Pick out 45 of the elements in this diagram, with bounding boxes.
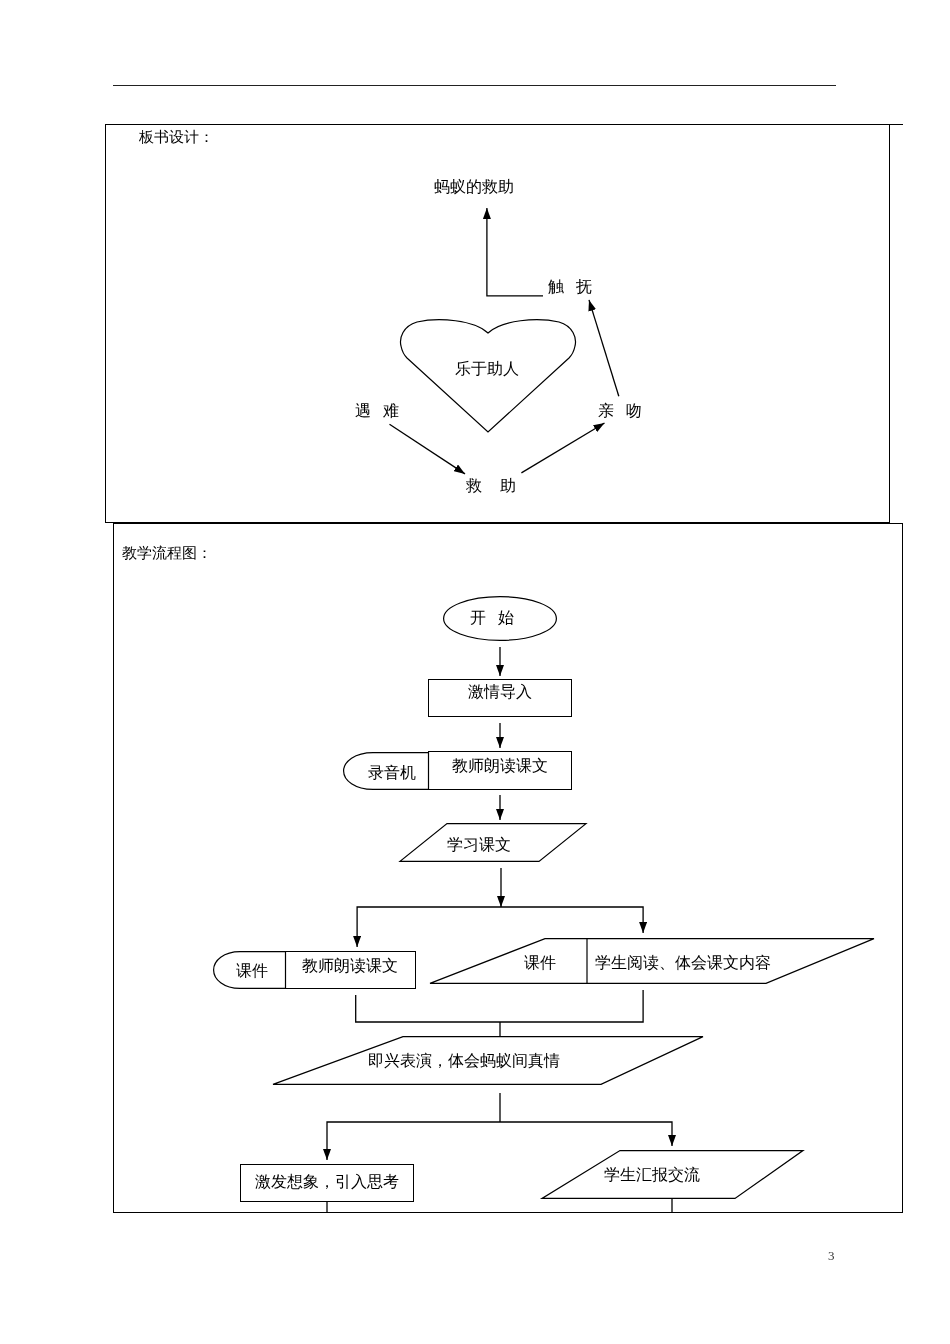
panel-frame [113, 523, 903, 1213]
process-box [428, 751, 572, 790]
node-label: 开 始 [470, 610, 514, 626]
panel-frame [105, 124, 890, 523]
page-number: 3 [828, 1249, 835, 1262]
arrow [388, 423, 466, 475]
process-box [240, 1164, 414, 1202]
board-text: 触 抚 [547, 276, 593, 298]
node-label: 学生汇报交流 [604, 1167, 700, 1183]
node-label: 激发想象，引入思考 [255, 1174, 399, 1190]
panel-heading: 教学流程图： [122, 545, 212, 562]
connector-line [326, 1201, 328, 1213]
connector-line [499, 1092, 501, 1123]
node-label: 即兴表演，体会蚂蚁间真情 [368, 1053, 560, 1069]
node-label: 学生阅读、体会课文内容 [595, 955, 771, 971]
process-box [428, 679, 572, 717]
arrow [482, 207, 544, 297]
node-label: 教师朗读课文 [452, 758, 548, 774]
arrow [500, 906, 648, 934]
node-label: 激情导入 [468, 684, 532, 700]
arrow [496, 646, 504, 677]
arrow [497, 867, 505, 908]
board-text: 救 助 [464, 475, 518, 497]
arrow [496, 722, 504, 749]
node-label: 课件 [236, 963, 268, 979]
node-label: 乐于助人 [455, 361, 519, 377]
node-label: 录音机 [368, 765, 416, 781]
connector-line [355, 994, 501, 1023]
panel-heading: 板书设计： [139, 129, 214, 146]
connector-line [499, 989, 644, 1023]
board-text: 遇 难 [354, 400, 400, 422]
arrow [353, 906, 502, 948]
arrow [588, 299, 620, 397]
arrow [496, 794, 504, 821]
arrow [323, 1121, 501, 1161]
node-label: 学习课文 [447, 837, 511, 853]
process-box [285, 951, 416, 989]
board-text: 蚂蚁的救助 [428, 176, 520, 198]
arrow [520, 422, 606, 474]
node-label: 课件 [524, 955, 556, 971]
connector-line [499, 1021, 501, 1037]
board-text: 亲 吻 [597, 400, 643, 422]
node-label: 教师朗读课文 [302, 958, 398, 974]
connector-line [671, 1198, 673, 1213]
arrow [499, 1121, 676, 1147]
